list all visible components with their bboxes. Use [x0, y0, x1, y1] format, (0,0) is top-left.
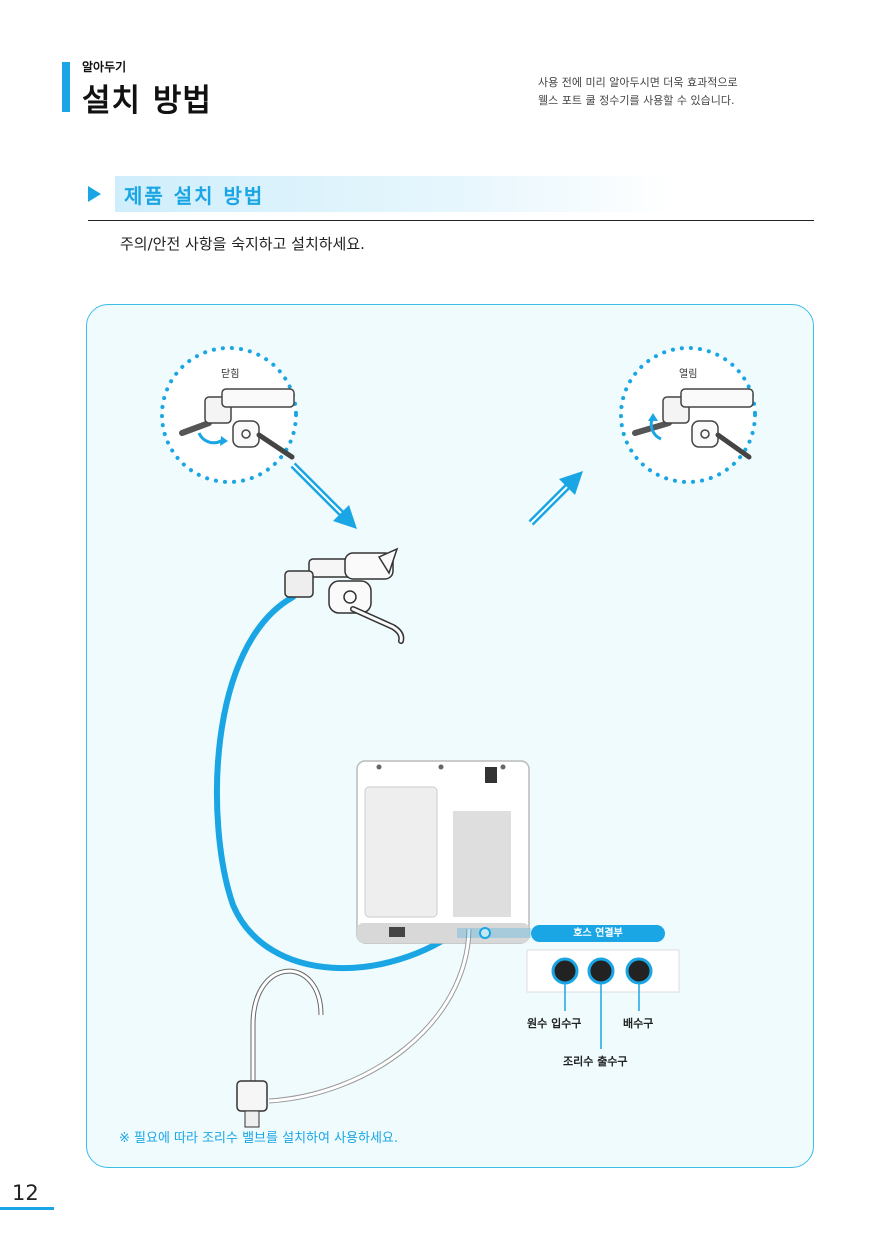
header-kicker: 알아두기: [82, 60, 127, 74]
arrow-down-right-icon: [290, 462, 357, 529]
drain-label: 배수구: [623, 1017, 654, 1030]
page-number-underline: [0, 1207, 54, 1210]
open-valve-detail: [619, 346, 757, 484]
triangle-marker-icon: [88, 186, 101, 202]
cooking-water-outlet-label: 조리수 출수구: [563, 1055, 628, 1068]
hose-connection-label: 호스 연결부: [531, 925, 665, 942]
port-cooking-water-outlet: [587, 957, 615, 1049]
page-title: 설치 방법: [82, 83, 212, 119]
raw-water-inlet-label: 원수 입수구: [527, 1017, 582, 1030]
intro-line-2: 웰스 포트 쿨 정수기를 사용할 수 있습니다.: [538, 94, 735, 107]
faucet-with-valve: [284, 547, 405, 644]
cooking-water-valve: [236, 968, 324, 1128]
closed-valve-detail: [160, 346, 298, 484]
installation-diagram: [160, 346, 757, 1128]
section-title-background: [115, 176, 675, 212]
section-header: 제품 설치 방법: [88, 176, 814, 221]
open-label: 열림: [679, 369, 698, 380]
raw-water-hose: [213, 594, 466, 972]
page-number: 12: [12, 1181, 39, 1205]
installation-illustration-panel: 닫힘 열림 호스 연결부 원수 입수구 배수구 조리수 출수구 ※ 필요에 따라…: [86, 304, 814, 1168]
section-title: 제품 설치 방법: [124, 184, 265, 208]
port-drain: [625, 957, 653, 1011]
header-accent-bar: [62, 62, 70, 112]
arrow-up-right-icon: [528, 471, 583, 526]
port-raw-water-inlet: [551, 957, 579, 1011]
intro-line-1: 사용 전에 미리 알아두시면 더욱 효과적으로: [538, 76, 738, 89]
section-instruction: 주의/안전 사항을 숙지하고 설치하세요.: [120, 235, 365, 253]
header-intro: 사용 전에 미리 알아두시면 더욱 효과적으로 웰스 포트 쿨 정수기를 사용할…: [538, 74, 738, 110]
installation-note: ※ 필요에 따라 조리수 밸브를 설치하여 사용하세요.: [119, 1131, 399, 1146]
water-purifier: [356, 760, 530, 944]
closed-label: 닫힘: [221, 369, 240, 380]
